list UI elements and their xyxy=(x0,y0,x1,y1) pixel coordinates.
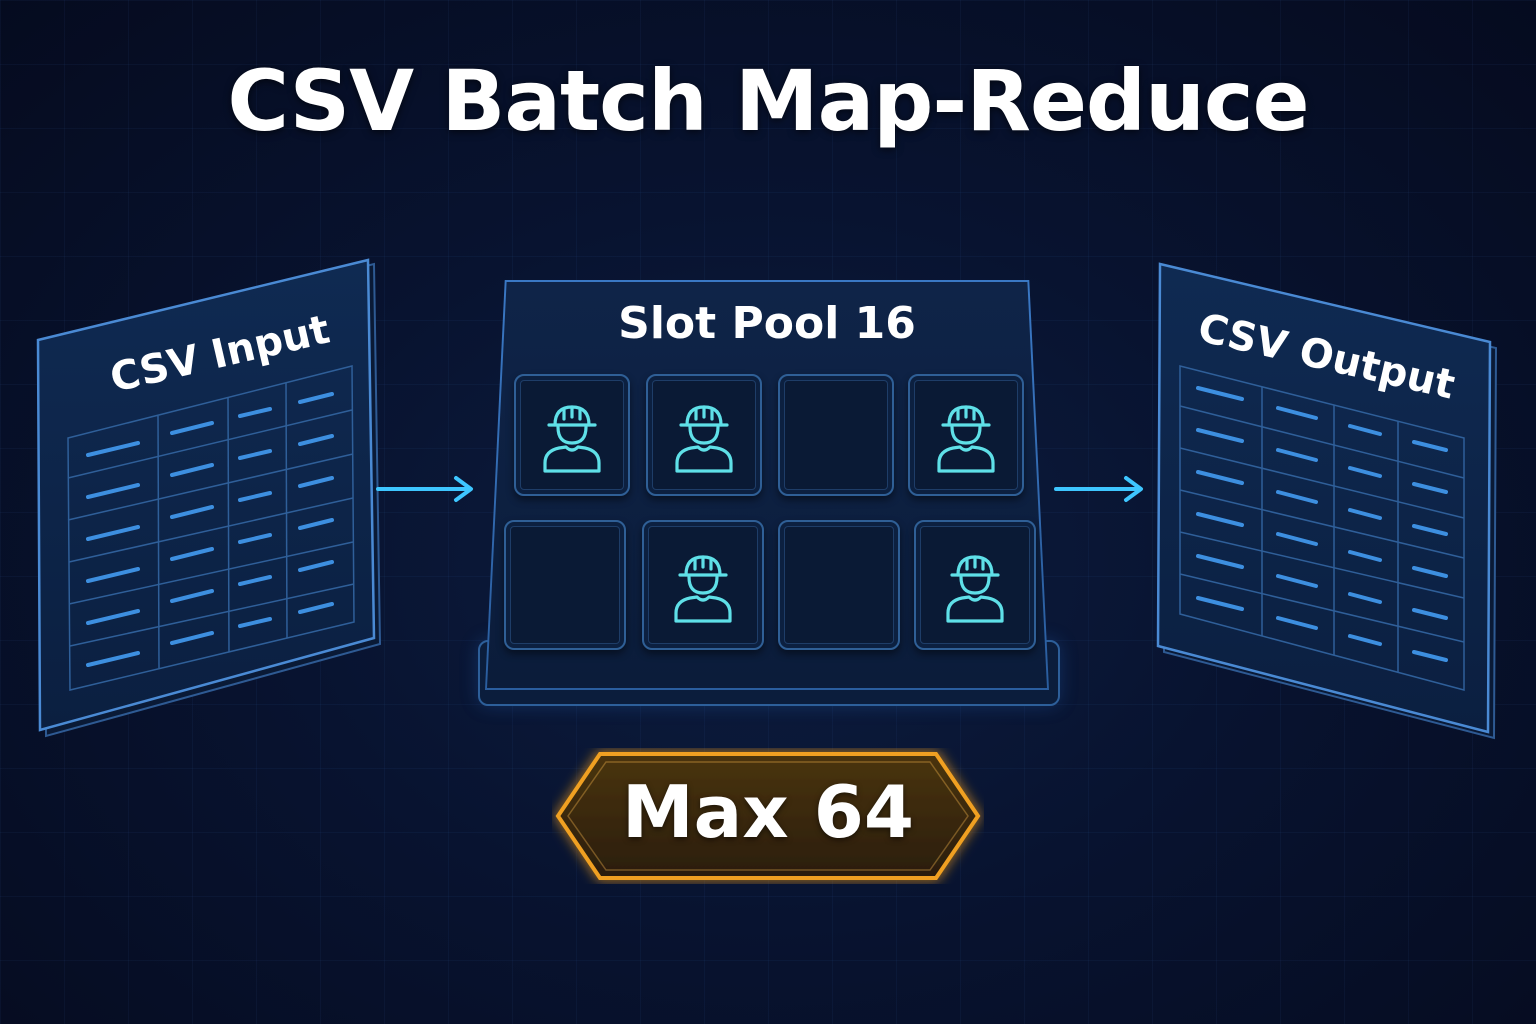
arrow-input-to-pool-icon xyxy=(376,476,473,502)
slot-occupied xyxy=(646,374,762,496)
csv-output-panel: CSV Output xyxy=(1156,262,1498,740)
csv-output-cell-lines xyxy=(1196,386,1448,662)
slot-empty xyxy=(504,520,626,650)
max-badge xyxy=(555,752,981,880)
slot-occupied xyxy=(908,374,1024,496)
slot-empty xyxy=(778,520,900,650)
csv-output-table-grid xyxy=(1179,365,1465,691)
slot-occupied xyxy=(642,520,764,650)
csv-input-cell-lines xyxy=(86,392,334,667)
slot-occupied xyxy=(514,374,630,496)
slot-empty xyxy=(778,374,894,496)
csv-input-table-grid xyxy=(67,365,355,691)
max-badge-label: Max 64 xyxy=(622,770,914,854)
slot-occupied xyxy=(914,520,1036,650)
slot-pool-label: Slot Pool 16 xyxy=(618,298,916,349)
arrow-pool-to-output-icon xyxy=(1054,476,1143,502)
page-title: CSV Batch Map-Reduce xyxy=(227,52,1309,150)
csv-input-panel: CSV Input xyxy=(36,258,382,738)
